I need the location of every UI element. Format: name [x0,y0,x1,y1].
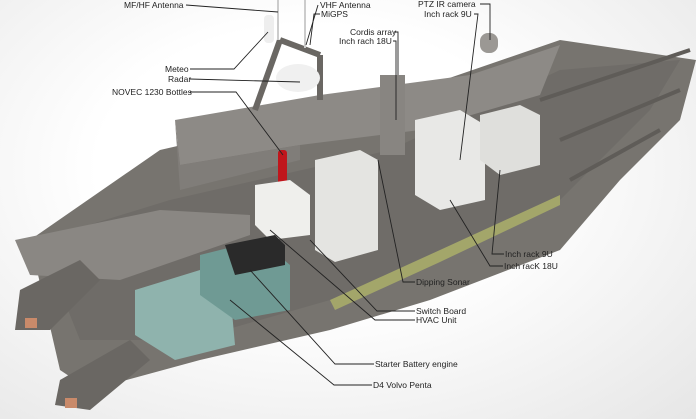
label-rack-9u-right: Inch rack 9U [505,249,553,259]
cabin-wall [175,120,300,190]
label-mfhf-antenna: MF/HF Antenna [124,0,184,10]
hull-ribs [539,48,691,182]
label-hvac: HVAC Unit [416,315,457,325]
label-switch-board: Switch Board [416,306,467,316]
label-rack-9u-top: Inch rack 9U [424,9,472,19]
label-rack-18u-top: Inch rach 18U [339,36,392,46]
hull-fin [15,260,100,330]
label-meteo: Meteo [165,64,189,74]
label-novec: NOVEC 1230 Bottles [112,87,192,97]
label-radar: Radar [168,74,192,84]
label-vhf-antenna: VHF Antenna [320,0,371,10]
cordis-rack [380,75,405,155]
switchboard [315,150,378,262]
propeller [25,318,37,328]
label-rack-18u-right: Inch racK 18U [504,261,558,271]
propeller [65,398,77,408]
hvac-box [255,180,310,240]
label-ptz-camera: PTZ IR camera [418,0,476,9]
meteo-sensor [264,15,274,43]
ptz-camera [480,33,498,53]
leader-lines [185,3,504,386]
label-migps: MiGPS [321,9,348,19]
novec-bottle [278,150,287,190]
battery [225,235,285,275]
label-cordis-array: Cordis array [350,27,397,37]
rack-9u [480,105,540,175]
rear-deck [15,210,250,280]
hull-fin [55,340,150,410]
label-dipping-sonar: Dipping Sonar [416,277,470,287]
label-volvo: D4 Volvo Penta [373,380,432,390]
rack-18u [415,110,485,210]
cabin-roof [175,45,560,165]
mast [252,37,323,112]
label-starter-battery: Starter Battery engine [375,359,458,369]
radar-dome [276,64,320,92]
hull-stripe [330,195,560,310]
